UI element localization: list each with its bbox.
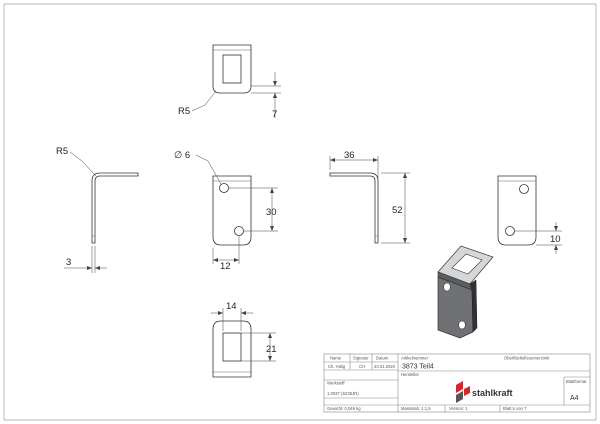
tb-sheet: Blatt 5 von 7: [503, 406, 527, 411]
logo-mark-lower: [456, 391, 463, 403]
top-view: R5 7: [178, 44, 281, 120]
profile-view-outline: [329, 172, 379, 244]
front-view-upper-hole: [219, 183, 229, 193]
tb-sheet-format-label: Blattformat: [566, 379, 587, 384]
tb-manufacturer-label: Hersteller: [401, 372, 420, 377]
bottom-view-slot: [222, 332, 242, 362]
isometric-view: [437, 245, 494, 339]
front-view-hole-diameter-label: ∅ 6: [174, 150, 190, 161]
front-view: ∅ 6 30 12: [174, 150, 278, 272]
right-view-hole-offset-label: 10: [550, 234, 561, 245]
right-view-outline: [497, 175, 537, 246]
sheet-border: [3, 3, 597, 421]
front-view-lower-hole: [234, 226, 244, 236]
tb-drawn-signature: CH: [359, 364, 365, 369]
front-view-hole-offset-label: 12: [220, 261, 231, 272]
tb-header-signature: Signatur: [353, 356, 369, 361]
iso-top-slot: [451, 253, 483, 275]
title-block: Name Signatur Datum Ch. Hölig CH 23.01.2…: [323, 353, 591, 413]
profile-width-label: 36: [344, 150, 355, 161]
tb-article-number-label: Artikelnummer: [401, 356, 429, 361]
right-view-upper-hole: [519, 184, 529, 194]
company-name: stahlkraft: [472, 388, 513, 398]
right-view-lower-hole: [505, 226, 515, 236]
iso-leg-edge: [469, 279, 478, 333]
tb-surface-label: Oberfläche:: [504, 356, 526, 361]
bottom-view-width-label: 14: [226, 301, 237, 312]
tb-weight: Gewicht: 0,049 kg: [327, 406, 361, 411]
side-view: R5 3: [56, 146, 139, 273]
side-view-thickness-label: 3: [66, 257, 71, 268]
profile-view: 36 52: [329, 150, 410, 244]
tb-article-number: 3873 Teil4: [402, 364, 434, 371]
tb-version: Version: 1: [449, 406, 468, 411]
tb-scale: Massstab: 1:1,5: [401, 406, 431, 411]
tb-header-name: Name: [330, 356, 342, 361]
front-view-hole-spacing-label: 30: [266, 207, 277, 218]
iso-upper-hole: [443, 282, 451, 292]
top-view-offset-label: 7: [272, 109, 277, 120]
top-view-radius-label: R5: [178, 106, 190, 117]
tb-header-date: Datum: [376, 356, 389, 361]
tb-material-value: 1.0037 (S235JR): [327, 391, 359, 396]
side-view-radius-label: R5: [56, 146, 68, 157]
logo-mark-right: [464, 386, 470, 396]
profile-height-label: 52: [392, 205, 403, 216]
top-view-slot: [222, 54, 242, 84]
bottom-view-slot-height-label: 21: [266, 344, 277, 355]
tb-drawn-name: Ch. Hölig: [328, 364, 346, 369]
side-view-profile: [91, 172, 139, 244]
right-view: 10: [497, 175, 562, 254]
tb-drawn-date: 23.01.2020: [374, 364, 396, 369]
bottom-view: 14 21: [211, 301, 277, 378]
stahlkraft-logo: stahlkraft: [456, 381, 513, 403]
top-view-outline: [212, 44, 252, 94]
bottom-view-outline: [212, 320, 252, 378]
tb-sheet-format: A4: [570, 395, 579, 402]
logo-mark-upper: [456, 381, 463, 393]
tb-material-label: Werkstoff: [327, 381, 345, 386]
tb-surface-value: Feuerverzinkt: [524, 356, 550, 361]
front-view-outline: [212, 175, 252, 246]
iso-lower-hole: [458, 320, 466, 330]
